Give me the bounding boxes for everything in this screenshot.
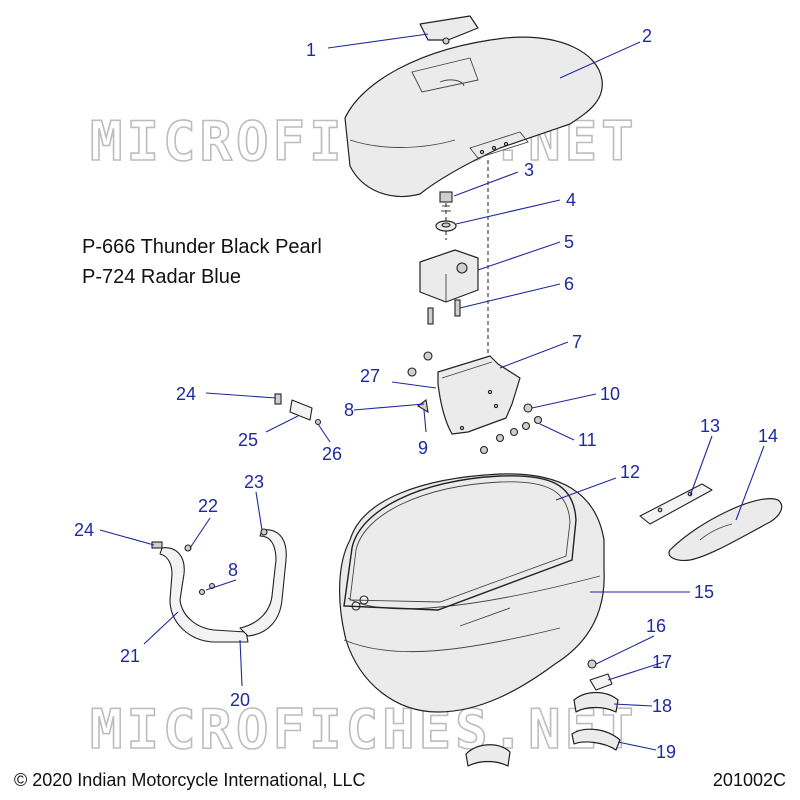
callout-22: 22 [198, 496, 218, 516]
callout-6: 6 [564, 274, 574, 294]
part-4-washer [435, 220, 457, 232]
callout-labels: 1 2 3 4 5 6 7 27 8 9 10 11 24 25 26 13 1… [74, 26, 778, 762]
part-2-lid [344, 36, 603, 198]
watermark-bottom: MICROFICHES.NET [90, 698, 638, 761]
callout-24-lower: 24 [74, 520, 94, 540]
part-16-19-trims [465, 659, 621, 767]
part-12-seal [343, 475, 577, 611]
part-1-cap [419, 15, 479, 45]
part-24-25-26-bracket [274, 393, 322, 426]
callout-10: 10 [600, 384, 620, 404]
callout-8-upper: 8 [344, 400, 354, 420]
copyright-text: © 2020 Indian Motorcycle International, … [14, 770, 366, 790]
callout-2: 2 [642, 26, 652, 46]
callout-14: 14 [758, 426, 778, 446]
callout-16: 16 [646, 616, 666, 636]
part-13-plate [639, 483, 713, 525]
callout-7: 7 [572, 332, 582, 352]
callout-8-lower: 8 [228, 560, 238, 580]
color-note-1: P-666 Thunder Black Pearl [82, 236, 322, 258]
part-21-20-rails [151, 528, 287, 643]
callout-20: 20 [230, 690, 250, 710]
callout-19: 19 [656, 742, 676, 762]
part-6-screw [454, 299, 461, 317]
callout-11: 11 [578, 430, 597, 450]
part-3-screw [439, 191, 453, 212]
callout-12: 12 [620, 462, 640, 482]
part-9-screw [417, 399, 429, 414]
callout-4: 4 [566, 190, 576, 210]
callout-1: 1 [306, 40, 316, 60]
callout-23: 23 [244, 472, 264, 492]
color-note-2: P-724 Radar Blue [82, 266, 241, 288]
part-14-emblem [668, 498, 783, 561]
callout-15: 15 [694, 582, 714, 602]
part-7-hinge [407, 351, 521, 435]
callout-24-upper: 24 [176, 384, 196, 404]
part-15-saddlebag [339, 473, 605, 713]
callout-17: 17 [652, 652, 672, 672]
leader-lines [99, 33, 765, 751]
callout-5: 5 [564, 232, 574, 252]
callout-21: 21 [120, 646, 140, 666]
diagram-code: 201002C [712, 770, 786, 790]
callout-25: 25 [238, 430, 258, 450]
callout-13: 13 [700, 416, 720, 436]
callout-26: 26 [322, 444, 342, 464]
callout-27: 27 [360, 366, 380, 386]
callout-18: 18 [652, 696, 672, 716]
callout-3: 3 [524, 160, 534, 180]
callout-9: 9 [418, 438, 428, 458]
part-5-latch-block [419, 249, 479, 325]
